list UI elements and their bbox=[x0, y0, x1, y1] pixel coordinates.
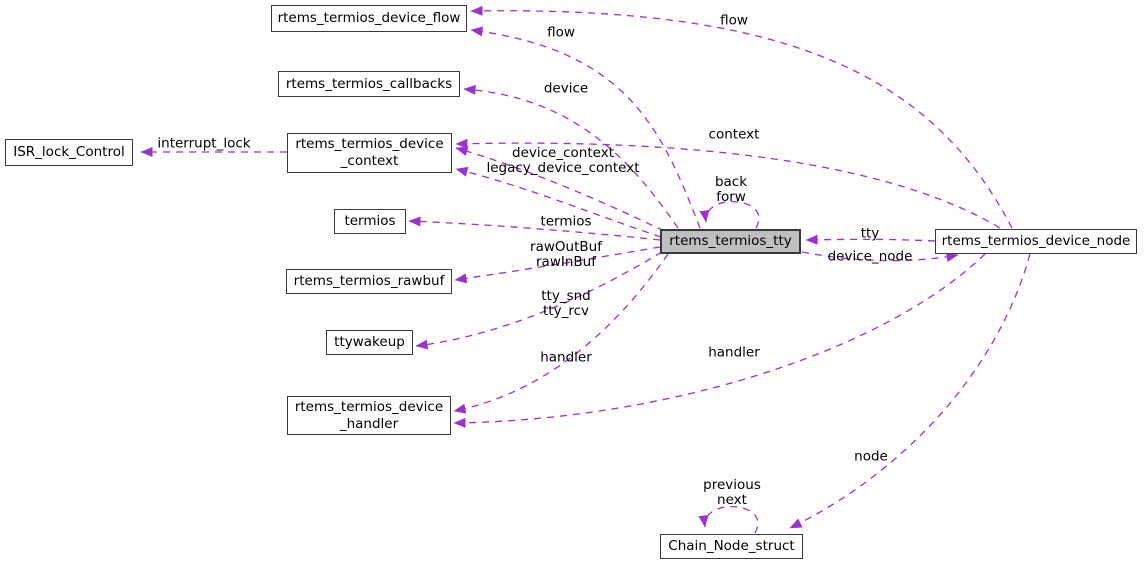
node-termios[interactable]: termios bbox=[334, 209, 406, 234]
node-rtems-termios-device-context[interactable]: rtems_termios_device _context bbox=[287, 133, 452, 173]
edge-label-interrupt-lock: interrupt_lock bbox=[157, 135, 251, 152]
edge-label-handler-tty: handler bbox=[540, 349, 592, 366]
node-rtems-termios-device-flow[interactable]: rtems_termios_device_flow bbox=[271, 5, 467, 32]
edge-label-tty: tty bbox=[860, 225, 880, 242]
edge-tty-to-ttywakeup bbox=[415, 251, 663, 350]
edge-tty-to-device-context-device-context bbox=[455, 146, 665, 232]
edge-label-flow-tty: flow bbox=[547, 24, 575, 41]
edge-tty-to-device-flow bbox=[470, 26, 701, 229]
edge-label-device-node: device_node bbox=[827, 248, 913, 265]
edge-device-node-to-tty bbox=[805, 234, 936, 245]
edge-label-node: node bbox=[854, 448, 888, 465]
edge-tty-to-device-handler bbox=[453, 253, 669, 414]
edge-label-rawoutbuf-rawinbuf: rawOutBuf rawInBuf bbox=[530, 239, 602, 270]
edge-device-node-to-device-flow bbox=[470, 5, 1013, 229]
edge-label-back-forw: back forw bbox=[714, 174, 748, 205]
edge-device-node-to-device-context bbox=[455, 138, 1001, 229]
edge-chain-node-self-loop bbox=[698, 506, 759, 534]
edge-tty-to-callbacks bbox=[463, 84, 679, 229]
node-rtems-termios-device-handler[interactable]: rtems_termios_device _handler bbox=[287, 396, 451, 435]
node-rtems-termios-tty[interactable]: rtems_termios_tty bbox=[660, 229, 801, 254]
edge-label-flow-device-node: flow bbox=[720, 12, 748, 29]
edge-device-node-to-chain-node bbox=[789, 253, 1031, 529]
edge-label-context: context bbox=[708, 126, 760, 143]
node-ttywakeup[interactable]: ttywakeup bbox=[326, 330, 413, 355]
edge-tty-self-loop bbox=[699, 201, 760, 229]
node-rtems-termios-rawbuf[interactable]: rtems_termios_rawbuf bbox=[286, 269, 452, 294]
edge-label-termios: termios bbox=[540, 213, 592, 230]
node-chain-node-struct[interactable]: Chain_Node_struct bbox=[660, 534, 803, 559]
node-rtems-termios-device-node[interactable]: rtems_termios_device_node bbox=[935, 229, 1137, 254]
edge-tty-to-device-context-legacy bbox=[455, 166, 662, 238]
edge-device-node-to-device-handler bbox=[453, 253, 986, 428]
edge-tty-to-device-node bbox=[801, 251, 959, 262]
edge-label-device-context: device_context legacy_device_context bbox=[486, 145, 640, 176]
node-isr-lock-control[interactable]: ISR_lock_Control bbox=[5, 139, 133, 166]
edge-tty-to-termios bbox=[408, 216, 661, 241]
edge-label-handler-device-node: handler bbox=[708, 344, 760, 361]
edge-label-previous-next: previous next bbox=[703, 477, 761, 508]
edge-label-device: device bbox=[543, 80, 589, 97]
edge-label-tty-snd-tty-rcv: tty_snd tty_rcv bbox=[541, 288, 591, 319]
node-rtems-termios-callbacks[interactable]: rtems_termios_callbacks bbox=[278, 71, 460, 97]
